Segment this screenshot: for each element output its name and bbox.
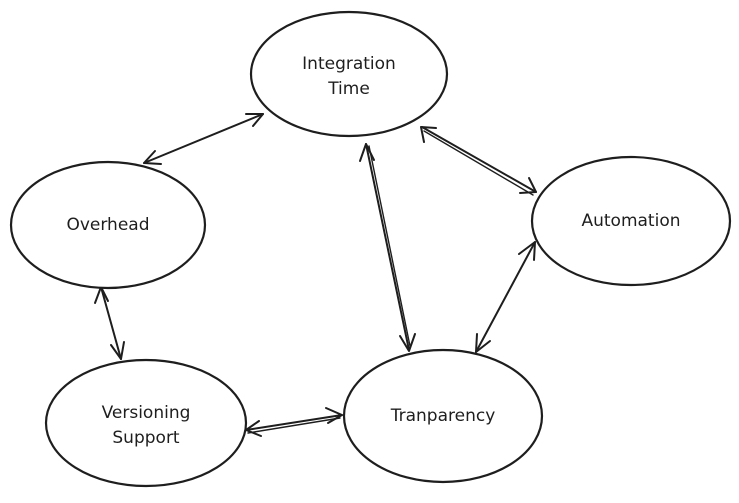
node-integration-time-label: Integration xyxy=(302,54,396,74)
node-tranparency[interactable]: Tranparency xyxy=(342,348,544,484)
node-integration-time-shape xyxy=(249,10,449,138)
edge-integration-time-overhead[interactable] xyxy=(143,113,264,165)
node-integration-time[interactable]: Integration Time xyxy=(249,10,449,138)
node-automation-shape xyxy=(530,155,732,287)
node-overhead-label: Overhead xyxy=(66,215,149,235)
node-versioning-support-label-line2: Support xyxy=(112,428,180,448)
node-tranparency-label: Tranparency xyxy=(390,406,496,426)
edge-integration-time-tranparency[interactable] xyxy=(359,143,416,352)
node-versioning-support[interactable]: Versioning Support xyxy=(44,358,248,488)
edge-automation-tranparency[interactable] xyxy=(475,241,536,353)
edge-integration-time-automation[interactable] xyxy=(420,126,537,196)
node-automation[interactable]: Automation xyxy=(530,155,732,287)
node-overhead[interactable]: Overhead xyxy=(9,160,207,290)
edge-overhead-versioning-support[interactable] xyxy=(94,286,125,360)
node-overhead-shape xyxy=(9,160,207,290)
node-versioning-support-shape xyxy=(44,358,248,488)
node-versioning-support-label: Versioning xyxy=(102,403,191,423)
node-tranparency-shape xyxy=(342,348,544,484)
edge-versioning-support-tranparency[interactable] xyxy=(245,407,343,437)
node-automation-label: Automation xyxy=(581,211,680,231)
node-integration-time-label-line2: Time xyxy=(327,79,370,99)
edges xyxy=(94,113,537,437)
